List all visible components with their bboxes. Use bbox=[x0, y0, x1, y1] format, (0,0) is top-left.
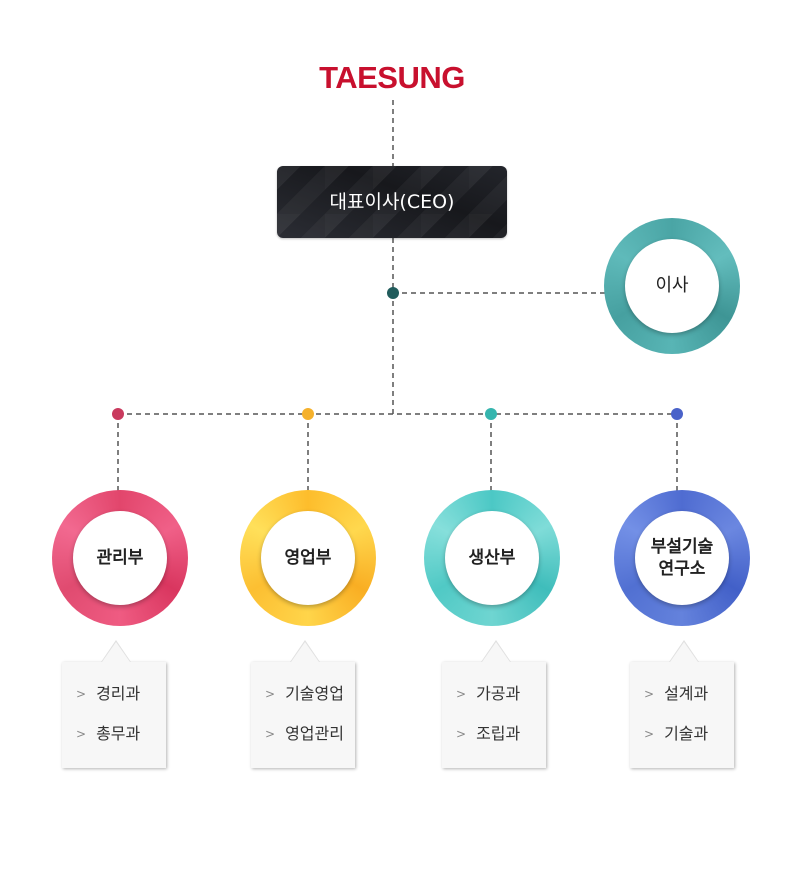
junction-dot-director bbox=[387, 287, 399, 299]
dept-node-sales: 영업부 bbox=[240, 490, 376, 626]
director-label: 이사 bbox=[625, 239, 719, 333]
dept-label: 영업부 bbox=[261, 511, 355, 605]
dept-node-production: 생산부 bbox=[424, 490, 560, 626]
junction-dot-sales bbox=[302, 408, 314, 420]
chevron-right-icon: > bbox=[644, 687, 655, 701]
dept-label: 관리부 bbox=[73, 511, 167, 605]
chevron-right-icon: > bbox=[265, 727, 276, 741]
callout-notch bbox=[670, 642, 698, 662]
sub-team-box-manage: >경리과 >총무과 bbox=[62, 640, 166, 768]
chevron-right-icon: > bbox=[265, 687, 276, 701]
junction-dot-production bbox=[485, 408, 497, 420]
sub-team-item: >조립과 bbox=[456, 724, 521, 743]
chevron-right-icon: > bbox=[644, 727, 655, 741]
sub-team-item: >기술영업 bbox=[265, 684, 344, 703]
dept-label: 생산부 bbox=[445, 511, 539, 605]
callout-notch bbox=[482, 642, 510, 662]
junction-dot-manage bbox=[112, 408, 124, 420]
callout-notch bbox=[291, 642, 319, 662]
sub-team-box-sales: >기술영업 >영업관리 bbox=[251, 640, 355, 768]
ceo-node: 대표이사(CEO) bbox=[277, 166, 507, 238]
sub-team-item: >가공과 bbox=[456, 684, 521, 703]
company-logo: TAESUNG bbox=[319, 60, 465, 95]
chevron-right-icon: > bbox=[76, 687, 87, 701]
sub-team-item: >총무과 bbox=[76, 724, 141, 743]
sub-team-item: >설계과 bbox=[644, 684, 709, 703]
callout-notch bbox=[102, 642, 130, 662]
dept-node-research: 부설기술 연구소 bbox=[614, 490, 750, 626]
director-node: 이사 bbox=[604, 218, 740, 354]
sub-team-item: >기술과 bbox=[644, 724, 709, 743]
sub-team-box-production: >가공과 >조립과 bbox=[442, 640, 546, 768]
junction-dot-research bbox=[671, 408, 683, 420]
dept-node-manage: 관리부 bbox=[52, 490, 188, 626]
sub-team-item: >영업관리 bbox=[265, 724, 344, 743]
sub-team-item: >경리과 bbox=[76, 684, 141, 703]
sub-team-box-research: >설계과 >기술과 bbox=[630, 640, 734, 768]
chevron-right-icon: > bbox=[76, 727, 87, 741]
dept-label: 부설기술 연구소 bbox=[635, 511, 729, 605]
chevron-right-icon: > bbox=[456, 727, 467, 741]
chevron-right-icon: > bbox=[456, 687, 467, 701]
